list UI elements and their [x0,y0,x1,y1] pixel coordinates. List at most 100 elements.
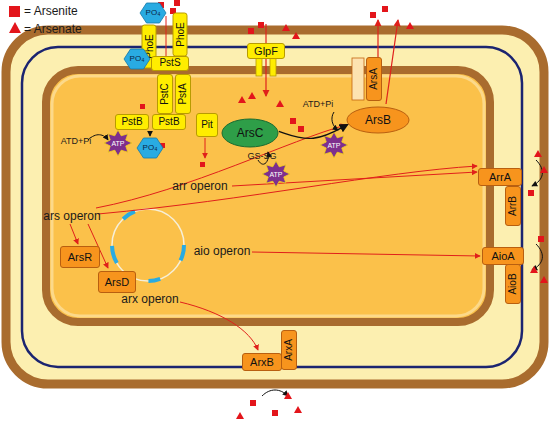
transport-arrow [150,131,151,136]
transporter-box: PstA [175,74,191,114]
phosphate-hexagon: PO₄ [124,49,150,69]
expression-arrow [252,252,480,256]
legend-row: = Arsenate [24,22,82,36]
expression-arrow [96,125,346,208]
expression-arrow [180,302,258,350]
arsenite-square [272,410,278,416]
node-label: ArrB [508,196,518,216]
arsenite-square [382,6,388,12]
arsenite-square [248,28,254,34]
star-shape [262,161,290,187]
regulator-box: ArsD [98,271,136,293]
arsenate-triangle [238,96,246,103]
node-label: ATP [327,142,340,149]
reaction-label: ATD+Pi [303,100,334,109]
arsenate-triangle [236,412,244,419]
pump-box: ArsA [366,57,382,101]
transporter-box: PstC [157,74,173,114]
node-label: PO₄ [146,9,161,17]
arsenite-square [250,400,256,406]
legend-text: = Arsenate [24,22,82,36]
expression-arrow [70,224,78,244]
arsenite-square [140,104,145,109]
node-label: ArrA [489,172,511,183]
enzyme-box: ArrA [478,168,522,186]
node-label: ArsB [365,114,391,126]
ellipse-shape [347,107,409,133]
node-label: ArsA [369,68,379,90]
arsenite-square [290,118,296,124]
hexagon-shape [137,138,163,158]
arsenate-triangle [540,276,548,283]
pump-ellipse: ArsB [346,106,410,134]
arsenate-triangle [530,266,538,273]
porin-box: PhoE [173,12,188,56]
legend-text: = Arsenite [24,4,78,18]
arsenate-triangle [540,166,548,173]
node-label: PstB [158,117,179,127]
star-shape [104,130,132,156]
enzyme-box: ArxB [242,353,282,371]
atp-star: ATP [262,161,290,187]
channel-part [270,58,276,76]
node-label: PO₄ [143,144,158,152]
node-label: PhoE [175,22,185,46]
enzyme-box: AioA [482,247,524,265]
arsenate-triangle [534,150,542,157]
hexagon-shape [124,49,150,69]
node-label: AioB [508,273,518,294]
reductase-ellipse: ArsC [221,118,279,148]
inner-membrane [46,70,490,322]
cytoplasm-rim [52,76,484,316]
efflux-arrow [386,20,398,104]
arsenite-square [370,12,376,18]
transporter-box: PstS [151,56,189,71]
channel-part [256,58,262,76]
redox-arrow [262,390,288,396]
cell-wall-line [22,47,522,367]
node-label: PstS [159,58,180,68]
phosphate-hexagon: PO₄ [140,3,166,23]
arsenate-triangle [282,24,290,31]
node-label: ATP [269,171,282,178]
arsenate-triangle [9,22,21,33]
redox-arrow [532,244,542,270]
operon-label: ars operon [43,210,100,222]
regulator-box: ArsR [60,246,100,268]
operon-label: arr operon [172,180,227,192]
node-label: ArxA [284,339,294,361]
node-label: PO₄ [130,55,145,63]
node-label: PstB [121,117,142,127]
arsenate-triangle [284,392,292,399]
arsenite-square [9,6,20,17]
transporter-box: Pit [196,113,218,137]
arsenate-triangle [292,32,300,39]
arsenate-triangle [276,100,284,107]
arsenite-square [298,126,304,132]
enzyme-box: ArrB [505,186,521,226]
arsenite-square [538,236,544,242]
channel-box: GlpF [247,43,285,59]
phosphate-hexagon: PO₄ [137,138,163,158]
ellipse-shape [222,119,278,147]
operon-label: aio operon [194,245,251,257]
transporter-box: PstB [115,114,149,130]
arsenite-square [528,190,534,196]
node-label: ArsR [68,252,92,263]
arsenite-square [174,0,180,6]
outer-membrane [6,30,544,384]
node-label: PstC [160,83,170,105]
star-shape [320,132,348,158]
node-label: PstA [178,83,188,104]
node-label: AioA [491,251,514,262]
arsenite-square [258,22,264,28]
reaction-label: ATD+Pi [61,137,92,146]
hexagon-shape [140,3,166,23]
reaction-label: GS-SG [247,152,276,161]
node-label: ArsC [237,127,264,139]
enzyme-box: ArxA [281,330,297,370]
node-label: ArsD [105,277,129,288]
